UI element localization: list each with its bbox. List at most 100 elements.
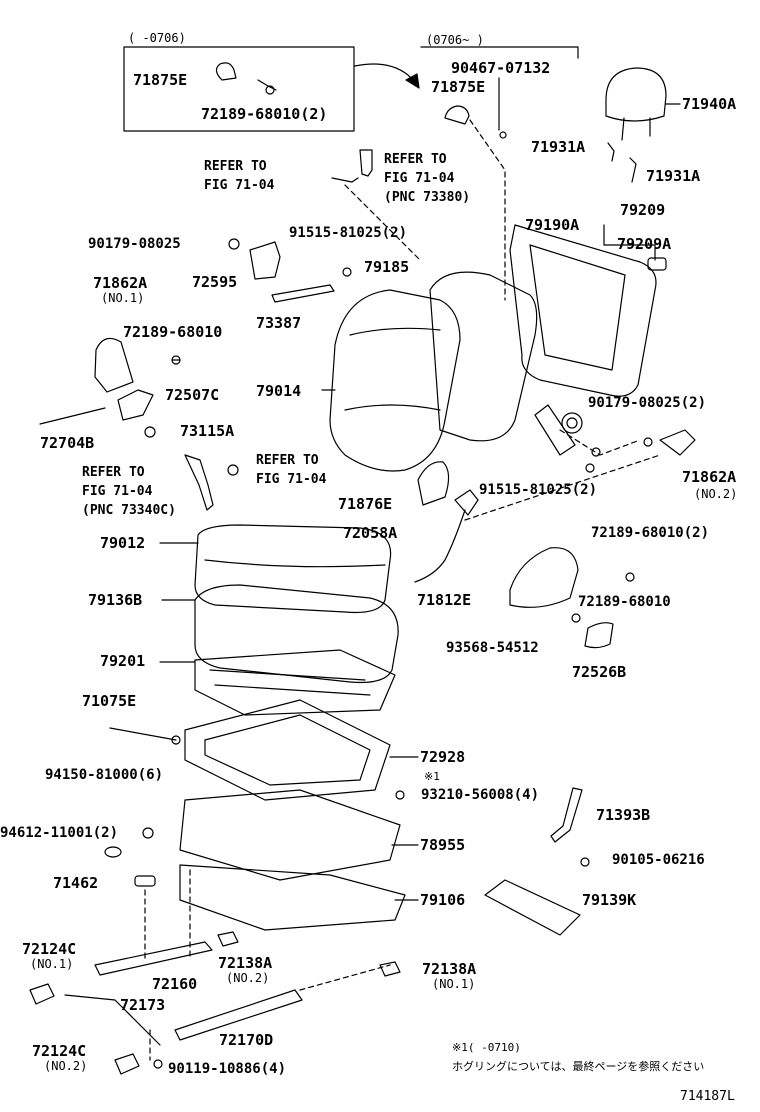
part-72189-68010-2-right: 72189-68010(2): [591, 525, 710, 541]
refer-2-line1: REFER TO: [384, 152, 447, 167]
part-91515-81025-2-upper: 91515-81025(2): [289, 225, 408, 241]
part-72526b: 72526B: [572, 663, 627, 681]
note-no1-72124c: (NO.1): [30, 957, 74, 971]
nut-94150: [142, 827, 154, 839]
dash-headrest: [469, 119, 506, 301]
cushion-pad-79136b: [194, 584, 399, 684]
washer-94612: [104, 846, 122, 858]
refer-1-line2: FIG 71-04: [204, 178, 275, 193]
spring-79201: [194, 649, 396, 716]
handle-72058a: [454, 489, 479, 516]
bolt-90119: [153, 1059, 163, 1069]
part-72173: 72173: [120, 996, 166, 1014]
wire-72173: [64, 994, 161, 1046]
part-71931a-1: 71931A: [531, 138, 586, 156]
part-79209a: 79209A: [617, 235, 672, 253]
part-72138a-no1: 72138A: [422, 960, 477, 978]
dash-belt: [344, 184, 421, 261]
lever-72507c: [117, 389, 154, 421]
stopper-72138a-no1: [379, 961, 401, 977]
part-72058a: 72058A: [343, 524, 398, 542]
footnote-mark: ※1: [424, 770, 440, 783]
cable-72058a: [414, 509, 466, 583]
refer-4-line2: FIG 71-04: [256, 472, 327, 487]
part-72189-68010-shield: 72189-68010: [578, 594, 671, 610]
part-71875e-late: 71875E: [431, 78, 486, 96]
rod-73387: [271, 284, 335, 303]
nut-90179: [228, 238, 240, 250]
part-72595: 72595: [192, 273, 238, 291]
screw-head-left: [171, 355, 181, 365]
frame-72928: [184, 699, 391, 801]
dash-recliner: [559, 429, 641, 456]
part-93568-54512: 93568-54512: [446, 640, 539, 656]
part-72189-68010-left: 72189-68010: [123, 323, 223, 341]
rail-72160: [94, 941, 213, 976]
part-71075e: 71075E: [82, 692, 137, 710]
rail-72170d: [174, 989, 303, 1041]
note-no2-72138a: (NO.2): [226, 971, 270, 985]
part-78955: 78955: [420, 836, 466, 854]
cushion-cover-79012: [194, 524, 392, 614]
refer-4-line1: REFER TO: [256, 453, 319, 468]
cushion-seam: [204, 559, 386, 568]
version-arrow-head: [405, 73, 420, 89]
spring-wire-2: [214, 684, 371, 696]
part-91515-81025-2-lower: 91515-81025(2): [479, 482, 598, 498]
seatback-pad-79185: [429, 271, 538, 442]
dash-cable: [464, 454, 661, 521]
part-72124c-no2: 72124C: [32, 1042, 87, 1060]
note-no1-72138a: (NO.1): [432, 977, 476, 991]
part-72170d: 72170D: [219, 1031, 274, 1049]
part-72160: 72160: [152, 975, 198, 993]
part-79209: 79209: [620, 201, 666, 219]
stopper-72138a-no2: [217, 931, 239, 947]
part-90119-10886-4: 90119-10886(4): [168, 1061, 287, 1077]
frame-79106: [179, 864, 406, 931]
dash-rail-right: [299, 964, 391, 991]
figure-id: 714187L: [680, 1089, 735, 1104]
part-79106: 79106: [420, 891, 466, 909]
part-71393b: 71393B: [596, 806, 651, 824]
part-94150-81000-6: 94150-81000(6): [45, 767, 164, 783]
footnote-range: ※1( -0710): [452, 1041, 521, 1054]
fastener-90467: [499, 131, 507, 139]
cushion-frame-78955: [179, 789, 401, 881]
cap-71462: [134, 875, 156, 887]
part-72124c-no1: 72124C: [22, 940, 77, 958]
cover-72124c-no1: [29, 983, 55, 1005]
part-90467-07132: 90467-07132: [451, 59, 551, 77]
note-no2-71862a: (NO.2): [694, 487, 738, 501]
lock-79209a: [647, 257, 667, 271]
part-72138a-no2: 72138A: [218, 954, 273, 972]
screw-93568: [571, 613, 581, 623]
spring-wire-1: [209, 669, 366, 681]
leader-71075e: [109, 727, 177, 741]
bolt-91515: [342, 267, 352, 277]
headrest-support-b: [629, 157, 637, 183]
range-late: (0706~ ): [426, 33, 484, 47]
cover-72124c-no2: [114, 1053, 140, 1075]
cover-seam-1: [349, 327, 441, 336]
part-71876e: 71876E: [338, 495, 393, 513]
seatback-frame-79190a: [509, 224, 657, 397]
leader-79209: [603, 224, 656, 261]
part-72507c: 72507C: [165, 386, 220, 404]
refer-3-line3: (PNC 73340C): [82, 503, 176, 518]
part-79012: 79012: [100, 534, 146, 552]
screw-head-early: [265, 85, 275, 95]
part-94612-11001-2: 94612-11001(2): [0, 825, 119, 841]
refer-2-line2: FIG 71-04: [384, 171, 455, 186]
part-79185: 79185: [364, 258, 410, 276]
part-90179-08025-2: 90179-08025(2): [588, 395, 707, 411]
part-93210-56008-4: 93210-56008(4): [421, 787, 540, 803]
footnote-japanese: ホグリングについては、最終ページを参照ください: [452, 1060, 705, 1073]
knob-72526b: [584, 622, 614, 649]
headrest-support-a: [607, 142, 615, 162]
belt-buckle-lower: [184, 454, 214, 511]
part-79201: 79201: [100, 652, 146, 670]
part-71940a: 71940A: [682, 95, 737, 113]
cable-72704b: [39, 407, 106, 425]
refer-2-line3: (PNC 73380): [384, 190, 471, 205]
